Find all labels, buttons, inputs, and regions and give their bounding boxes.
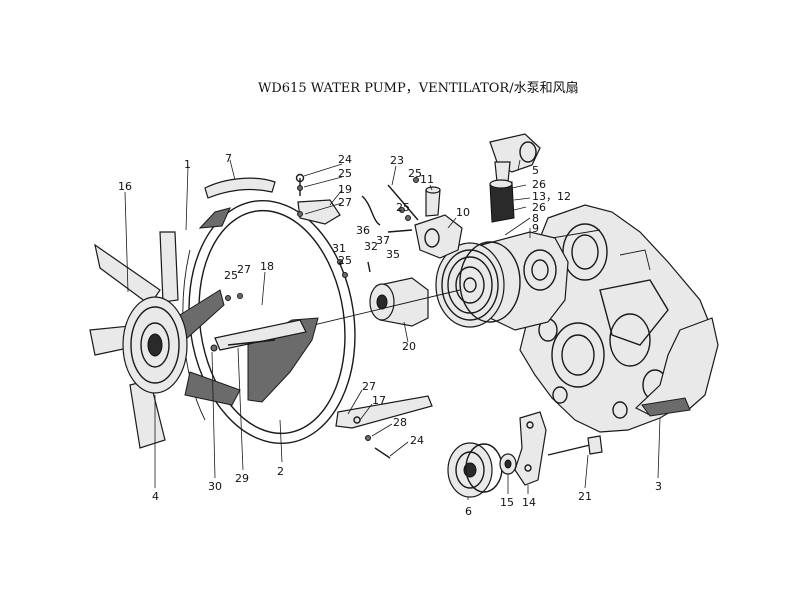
callout-17: 17	[372, 394, 386, 407]
tensioner-bracket	[514, 411, 547, 486]
diagram-title: WD615 WATER PUMP，VENTILATOR/水泵和风扇	[258, 80, 579, 96]
callout-23: 23	[390, 154, 404, 167]
callout-18: 18	[260, 260, 274, 273]
callout-4: 4	[152, 490, 159, 503]
pulley-spacer	[499, 453, 517, 475]
callout-3: 3	[655, 480, 662, 493]
callout-14: 14	[522, 496, 536, 509]
callout-25-top: 25	[338, 167, 352, 180]
callout-37: 37	[376, 234, 390, 247]
callout-31: 31	[332, 242, 346, 255]
fan-spacer-sleeve	[369, 277, 429, 327]
fasteners	[210, 173, 419, 459]
callout-28: 28	[393, 416, 407, 429]
leader-lines	[124, 159, 661, 500]
callout-labels: 1 2 3 4 5 6 7 8 9 10 11 13，12 14 15 16 1…	[118, 152, 662, 518]
callout-7: 7	[225, 152, 232, 165]
callout-27-lower: 27	[362, 380, 376, 393]
tensioner-bolt	[547, 435, 603, 456]
outlet-elbow	[414, 214, 463, 259]
callout-27-left: 27	[237, 263, 251, 276]
callout-27-top: 27	[338, 196, 352, 209]
water-pump-pulley	[435, 241, 521, 328]
callout-16: 16	[118, 180, 132, 193]
side-cover-plate	[634, 317, 719, 417]
callout-13-12: 13，12	[532, 190, 571, 203]
callout-9: 9	[532, 222, 539, 235]
callout-8: 8	[532, 212, 539, 225]
callout-25-pump: 25	[408, 167, 422, 180]
callout-21: 21	[578, 490, 592, 503]
callout-20: 20	[402, 340, 416, 353]
shroud-top-bracket	[297, 199, 341, 225]
shroud-band-segment	[204, 177, 276, 199]
outlet-tube	[425, 186, 441, 217]
callout-11: 11	[420, 173, 434, 186]
callout-25-lower: 25	[338, 254, 352, 267]
callout-1: 1	[184, 158, 191, 171]
callout-24-top: 24	[338, 153, 352, 166]
callout-5: 5	[532, 164, 539, 177]
cooling-fan	[89, 231, 241, 449]
callout-25-left: 25	[224, 269, 238, 282]
callout-25-mid: 25	[396, 201, 410, 214]
callout-26-mid: 26	[532, 201, 546, 214]
thermostat-insert	[489, 179, 515, 223]
bypass-hose	[361, 195, 381, 226]
callout-6: 6	[465, 505, 472, 518]
callout-19: 19	[338, 183, 352, 196]
callout-36: 36	[356, 224, 370, 237]
callout-30: 30	[208, 480, 222, 493]
callout-35: 35	[386, 248, 400, 261]
callout-10: 10	[456, 206, 470, 219]
callout-26-top: 26	[532, 178, 546, 191]
callout-15: 15	[500, 496, 514, 509]
callout-29: 29	[235, 472, 249, 485]
callout-32: 32	[364, 240, 378, 253]
callout-2: 2	[277, 465, 284, 478]
idler-pulley	[447, 442, 503, 498]
callout-24-bottom: 24	[410, 434, 424, 447]
